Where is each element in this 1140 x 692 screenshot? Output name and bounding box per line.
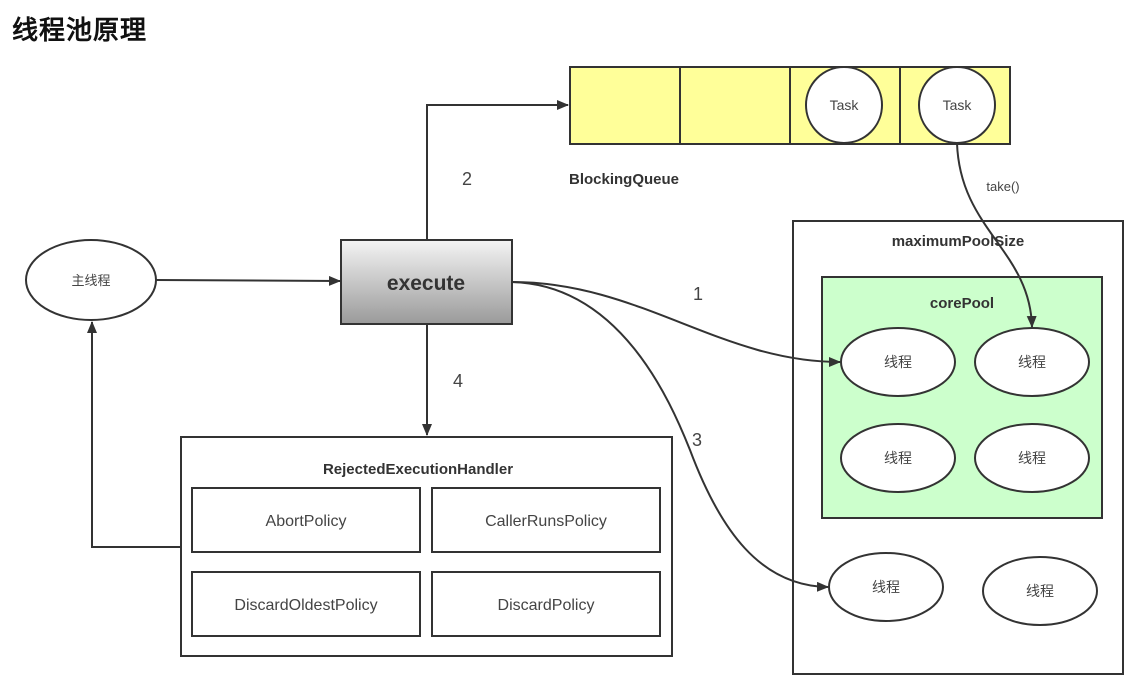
step-1-label: 1 bbox=[693, 284, 703, 304]
take-label: take() bbox=[986, 179, 1019, 194]
rejected-execution-handler: RejectedExecutionHandler AbortPolicy Cal… bbox=[180, 436, 673, 657]
step-4-label: 4 bbox=[453, 371, 463, 391]
step-3-label: 3 bbox=[692, 430, 702, 450]
blocking-queue-label: BlockingQueue bbox=[569, 171, 679, 188]
policy-box bbox=[431, 571, 661, 637]
handler-label: RejectedExecutionHandler bbox=[323, 461, 513, 478]
extra-thread-node bbox=[828, 552, 944, 622]
policy-box bbox=[191, 487, 421, 553]
extra-thread-label: 线程 bbox=[1026, 583, 1054, 599]
task-label: Task bbox=[830, 97, 860, 113]
extra-thread-node bbox=[982, 556, 1098, 626]
core-thread-node bbox=[974, 327, 1090, 397]
policy-label: CallerRunsPolicy bbox=[485, 513, 607, 530]
extra-thread-label: 线程 bbox=[872, 579, 900, 595]
take-arrow bbox=[956, 142, 1037, 328]
task-label: Task bbox=[943, 97, 973, 113]
execute-label: execute bbox=[387, 272, 465, 295]
core-thread-node bbox=[840, 327, 956, 397]
maximum-pool: maximumPoolSize corePool 线程 线程 线程 线程 线程 … bbox=[792, 220, 1124, 675]
policy-box bbox=[431, 487, 661, 553]
policy-box bbox=[191, 571, 421, 637]
policy-label: AbortPolicy bbox=[266, 513, 347, 530]
blocking-queue: Task Task BlockingQueue bbox=[569, 66, 1011, 188]
maximum-pool-label: maximumPoolSize bbox=[892, 233, 1025, 250]
core-thread-label: 线程 bbox=[1018, 450, 1046, 466]
core-thread-label: 线程 bbox=[884, 354, 912, 370]
task-node bbox=[805, 66, 883, 144]
policy-label: DiscardPolicy bbox=[498, 597, 595, 614]
page-title: 线程池原理 bbox=[12, 16, 148, 46]
policy-label: DiscardOldestPolicy bbox=[234, 597, 377, 614]
core-thread-label: 线程 bbox=[884, 450, 912, 466]
core-thread-node bbox=[974, 423, 1090, 493]
execute-box bbox=[340, 239, 513, 325]
main-thread-label: 主线程 bbox=[71, 273, 110, 288]
core-thread-label: 线程 bbox=[1018, 354, 1046, 370]
handler-to-main-arrow bbox=[87, 321, 181, 548]
execute-to-extra-thread-arrow bbox=[511, 281, 829, 592]
step-2-label: 2 bbox=[462, 169, 472, 189]
main-to-execute-arrow bbox=[155, 275, 341, 286]
core-thread-node bbox=[840, 423, 956, 493]
execute-to-core-arrow bbox=[511, 281, 841, 367]
core-pool-label: corePool bbox=[930, 295, 994, 312]
execute-to-queue-arrow bbox=[426, 100, 569, 239]
